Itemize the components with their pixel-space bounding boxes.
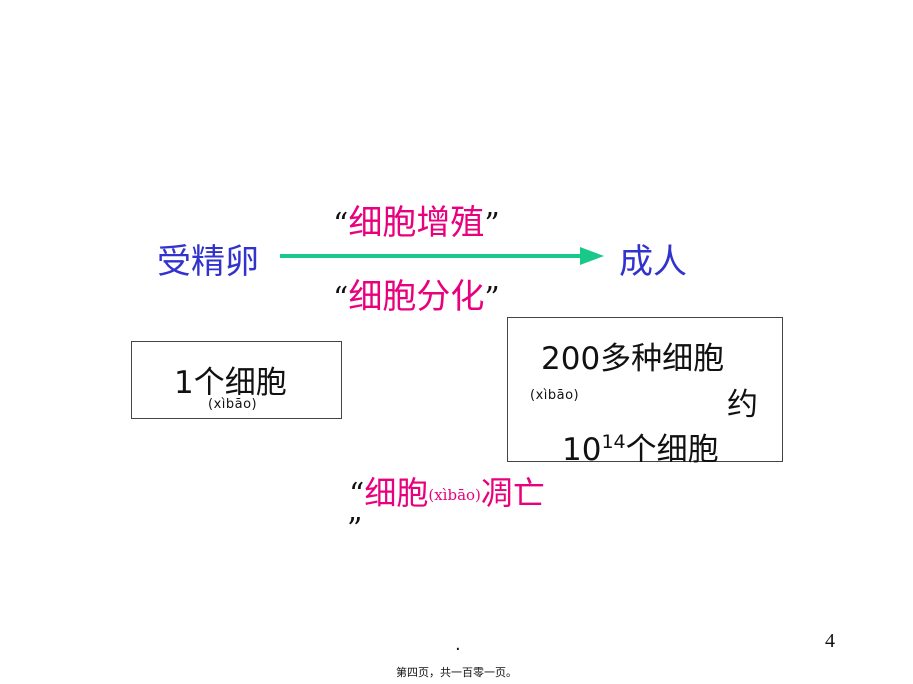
open-quote: “ <box>333 207 349 242</box>
proliferation-label: “细胞增殖” <box>333 206 500 240</box>
fertilized-egg-label: 受精卵 <box>157 242 259 282</box>
count-exponent: 14 <box>601 431 626 453</box>
close-quote: ” <box>484 281 500 316</box>
adult-label: 成人 <box>619 242 687 282</box>
cell-types-text: 200多种细胞 <box>541 341 725 377</box>
differentiation-text: 细胞分化 <box>348 277 485 317</box>
adult-cells-box <box>507 317 783 462</box>
pinyin-annotation: (xìbāo) <box>208 397 258 412</box>
arrow-head-icon <box>580 247 604 265</box>
close-quote: ” <box>484 207 500 242</box>
cell-count-text: 1014个细胞 <box>562 424 719 469</box>
footer-text: 第四页，共一百零一页。 <box>396 666 517 679</box>
pinyin-annotation: (xìbāo) <box>530 388 580 403</box>
apoptosis-label: “细胞(xìbāo)凋亡 <box>349 468 545 514</box>
pinyin-annotation: (xìbāo) <box>428 486 481 504</box>
page-number: 4 <box>825 630 835 652</box>
open-quote: “ <box>349 477 365 512</box>
single-cell-text: 1个细胞 <box>174 365 287 401</box>
single-cell-box <box>131 341 342 419</box>
close-quote: ” <box>347 512 363 547</box>
apoptosis-part1: 细胞 <box>364 474 429 512</box>
count-base: 10 <box>562 432 602 468</box>
center-dot: . <box>455 634 461 655</box>
differentiation-label: “细胞分化” <box>333 280 500 314</box>
apoptosis-part2: 凋亡 <box>480 474 545 512</box>
process-arrow <box>280 247 604 265</box>
proliferation-text: 细胞增殖 <box>348 203 485 243</box>
count-suffix: 个细胞 <box>625 432 719 468</box>
open-quote: “ <box>333 281 349 316</box>
about-text: 约 <box>727 387 758 423</box>
